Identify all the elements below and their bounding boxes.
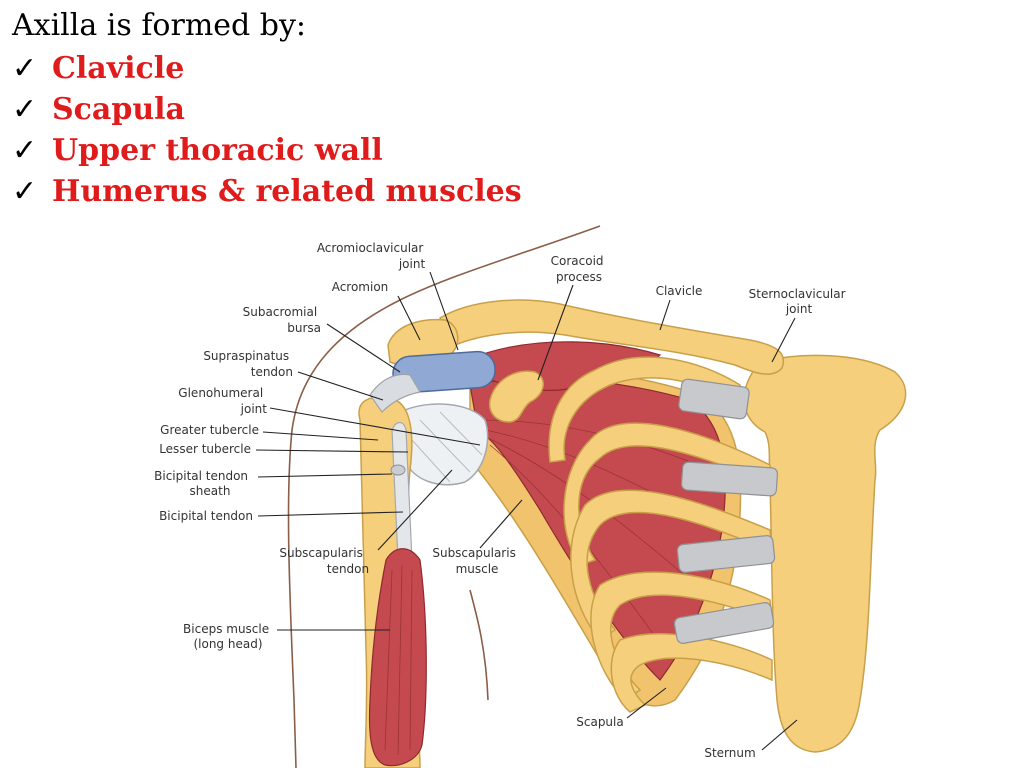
bullet-item-clavicle: ✓ Clavicle	[12, 48, 522, 89]
bicipital-tendon-sheath	[390, 464, 406, 476]
bullet-text: Scapula	[52, 92, 185, 127]
label-glenohumeral-joint: Glenohumeral joint	[178, 386, 267, 416]
shoulder-anatomy-figure: Acromioclavicular joint Acromion Coracoi…	[0, 222, 1024, 768]
bullet-text: Humerus & related muscles	[52, 174, 522, 209]
bullet-text: Upper thoracic wall	[52, 133, 383, 168]
label-greater-tubercle: Greater tubercle	[160, 423, 259, 437]
label-scapula: Scapula	[576, 715, 623, 729]
supraspinatus-tendon	[369, 373, 421, 413]
label-sternum: Sternum	[704, 746, 755, 760]
biceps-muscle-long-head	[368, 548, 427, 767]
shoulder-anatomy-svg: Acromioclavicular joint Acromion Coracoi…	[154, 225, 907, 768]
bullet-item-scapula: ✓ Scapula	[12, 89, 522, 130]
bullet-item-upper-thoracic-wall: ✓ Upper thoracic wall	[12, 130, 522, 171]
label-subacromial-bursa: Subacromial bursa	[243, 305, 321, 335]
coracoid-process	[488, 370, 544, 423]
axilla-skin-fold	[469, 589, 489, 701]
label-bicipital-tendon-sheath: Bicipital tendon sheath	[154, 469, 252, 498]
bullet-list: ✓ Clavicle ✓ Scapula ✓ Upper thoracic wa…	[12, 48, 522, 212]
slide-title: Axilla is formed by:	[12, 8, 307, 43]
checkmark-icon: ✓	[12, 92, 38, 127]
clavicle	[438, 299, 785, 375]
bullet-item-humerus-muscles: ✓ Humerus & related muscles	[12, 171, 522, 212]
checkmark-icon: ✓	[12, 51, 38, 86]
label-bicipital-tendon: Bicipital tendon	[159, 509, 253, 523]
skin-outline	[287, 225, 601, 768]
label-subscapularis-muscle: Subscapularis muscle	[432, 546, 519, 576]
glenohumeral-joint-capsule	[404, 403, 489, 486]
label-clavicle: Clavicle	[656, 284, 703, 298]
costal-cartilages	[673, 378, 779, 644]
label-coracoid-process: Coracoid process	[551, 254, 608, 284]
label-biceps-muscle: Biceps muscle (long head)	[183, 622, 273, 651]
leader-lines	[255, 271, 798, 751]
label-supraspinatus-tendon: Supraspinatus tendon	[203, 349, 293, 379]
checkmark-icon: ✓	[12, 174, 38, 209]
bullet-text: Clavicle	[52, 51, 185, 86]
label-sternoclavicular-joint: Sternoclavicular joint	[749, 287, 850, 316]
label-acromioclavicular-joint: Acromioclavicular joint	[317, 241, 427, 271]
capsule-fibers	[411, 411, 483, 483]
biceps-fibers	[384, 564, 413, 756]
checkmark-icon: ✓	[12, 133, 38, 168]
label-acromion: Acromion	[332, 280, 389, 294]
label-subscapularis-tendon: Subscapularis tendon	[279, 546, 369, 576]
label-lesser-tubercle: Lesser tubercle	[159, 442, 251, 456]
